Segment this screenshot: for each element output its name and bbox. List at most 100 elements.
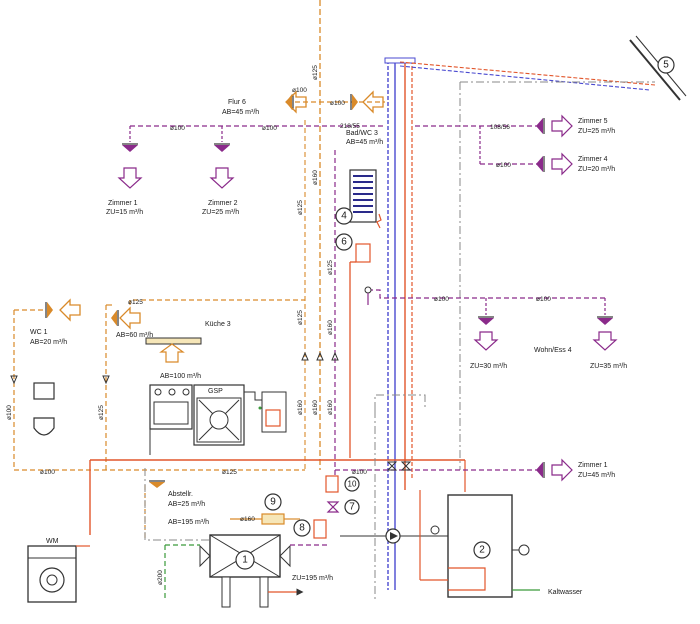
gsp-fan xyxy=(196,397,242,443)
zimmer5-flow: ZU=25 m³/h xyxy=(578,128,615,135)
kueche-room-flow: AB=100 m³/h xyxy=(160,373,201,380)
zimmer4-flow: ZU=20 m³/h xyxy=(578,166,615,173)
marker-7: 7 xyxy=(344,499,360,515)
dim-bottom-3: ø100 xyxy=(352,469,367,476)
extract-duct-kueche-top xyxy=(129,299,305,305)
diffuser-zimmer5 xyxy=(536,118,545,134)
svg-text:8: 8 xyxy=(299,523,305,534)
airflow-arrow-flur xyxy=(285,90,307,114)
dim-v-125-kueche: ø125 xyxy=(98,405,105,420)
dim-zimmer4: ø100 xyxy=(496,162,511,169)
dim-kueche-top: ø125 xyxy=(128,299,143,306)
wc1-flow: AB=20 m³/h xyxy=(30,339,67,346)
dim-v-125-top: ø125 xyxy=(312,65,319,80)
wc1-name: WC 1 xyxy=(30,329,48,336)
marker-10: 10 xyxy=(344,476,360,492)
valve-b xyxy=(400,461,412,471)
dim-v-160-a: ø160 xyxy=(312,170,319,185)
zimmer2-name: Zimmer 2 xyxy=(208,200,238,207)
flur-flow: AB=45 m³/h xyxy=(222,109,259,116)
radiator-fins xyxy=(353,175,373,213)
hrv-duct-left xyxy=(221,576,231,608)
component-8-box xyxy=(313,519,327,539)
marker-2: 2 xyxy=(473,541,491,559)
boiler-small xyxy=(265,409,281,427)
extract-valve-abstell xyxy=(149,480,165,488)
marker-6: 6 xyxy=(335,233,353,251)
flur-name: Flur 6 xyxy=(228,99,246,106)
valve-c xyxy=(430,525,440,535)
airflow-arrow-zimmer2 xyxy=(209,167,235,189)
marker-8: 8 xyxy=(293,519,311,537)
stove xyxy=(149,384,193,430)
ab-total: AB=195 m³/h xyxy=(168,519,209,526)
zu-total: ZU=195 m³/h xyxy=(292,575,333,582)
airflow-arrow-zimmer1 xyxy=(117,167,143,189)
wohn-flow-right: ZU=35 m³/h xyxy=(590,363,627,370)
diffuser-zimmer1-right xyxy=(536,462,545,478)
dim-flur-valve: ø100 xyxy=(292,87,307,94)
dim-wohn-1: ø100 xyxy=(434,296,449,303)
svg-text:2: 2 xyxy=(479,545,485,556)
wc-tank xyxy=(33,382,55,400)
airflow-arrow-zimmer4 xyxy=(551,152,573,176)
zimmer2-flow: ZU=25 m³/h xyxy=(202,209,239,216)
svg-text:1: 1 xyxy=(242,555,248,566)
airflow-arrow-kueche xyxy=(119,306,141,330)
supply-duct-wohn xyxy=(368,289,605,299)
hrv-duct-right xyxy=(259,576,269,608)
zimmer1-top-name: Zimmer 1 xyxy=(108,200,138,207)
svg-text:5: 5 xyxy=(663,60,669,71)
dim-flur: ø100 xyxy=(330,100,345,107)
dim-v-125-d: ø125 xyxy=(297,310,304,325)
component-6-box xyxy=(355,243,371,263)
airflow-arrow-bad xyxy=(362,90,384,114)
flow-marker-1 xyxy=(10,375,18,385)
component-10-box xyxy=(325,475,339,493)
zimmer1-top-flow: ZU=15 m³/h xyxy=(106,209,143,216)
kueche-hood-flow: AB=60 m³/h xyxy=(116,332,153,339)
flow-marker-2 xyxy=(102,375,110,385)
svg-text:4: 4 xyxy=(341,211,347,222)
diffuser-zimmer1-top xyxy=(122,143,138,152)
abstell-name: Abstellr. xyxy=(168,491,193,498)
marker-4: 4 xyxy=(335,207,353,225)
kueche-name: Küche 3 xyxy=(205,321,231,328)
riser-cap xyxy=(384,57,416,64)
component-9-silencer xyxy=(261,513,285,525)
heater-symbol xyxy=(376,213,382,229)
zimmer1-right-name: Zimmer 1 xyxy=(578,462,608,469)
extract-valve-kueche xyxy=(111,310,119,326)
dim-bottom-1: ø100 xyxy=(40,469,55,476)
junction-wohn xyxy=(364,286,372,294)
diffuser-zimmer2 xyxy=(214,143,230,152)
flow-marker-4 xyxy=(316,351,324,361)
dim-bottom-2: ø125 xyxy=(222,469,237,476)
wm-label: WM xyxy=(46,538,59,545)
zimmer4-name: Zimmer 4 xyxy=(578,156,608,163)
dim-v-125-b: ø125 xyxy=(297,200,304,215)
airflow-arrow-hood xyxy=(159,343,185,363)
svg-text:10: 10 xyxy=(348,480,357,489)
gray-outline-right xyxy=(374,394,426,410)
extract-valve-bad xyxy=(350,94,358,110)
flow-marker-5 xyxy=(331,351,339,361)
dim-rect-218: 218/55 xyxy=(340,123,360,130)
gsp-pipe xyxy=(244,391,262,401)
dim-top-2: ø100 xyxy=(262,125,277,132)
bad-name: Bad/WC 3 xyxy=(346,130,378,137)
tank-coil xyxy=(448,567,486,591)
gsp-label: GSP xyxy=(208,388,223,395)
dim-v-100-wc: ø100 xyxy=(6,405,13,420)
diffuser-wohn-right xyxy=(597,316,613,325)
extract-duct-wc1 xyxy=(13,310,305,471)
airflow-arrow-wohn-right xyxy=(592,331,618,351)
washing-machine xyxy=(27,545,77,603)
dim-rect-108: 108/56 xyxy=(490,124,510,131)
dim-wohn-2: ø100 xyxy=(536,296,551,303)
svg-text:6: 6 xyxy=(341,237,347,248)
diffuser-wohn-left xyxy=(478,316,494,325)
diffuser-zimmer4 xyxy=(536,156,545,172)
dim-v-160-b: ø160 xyxy=(327,320,334,335)
extract-valve-wc1 xyxy=(45,302,53,318)
